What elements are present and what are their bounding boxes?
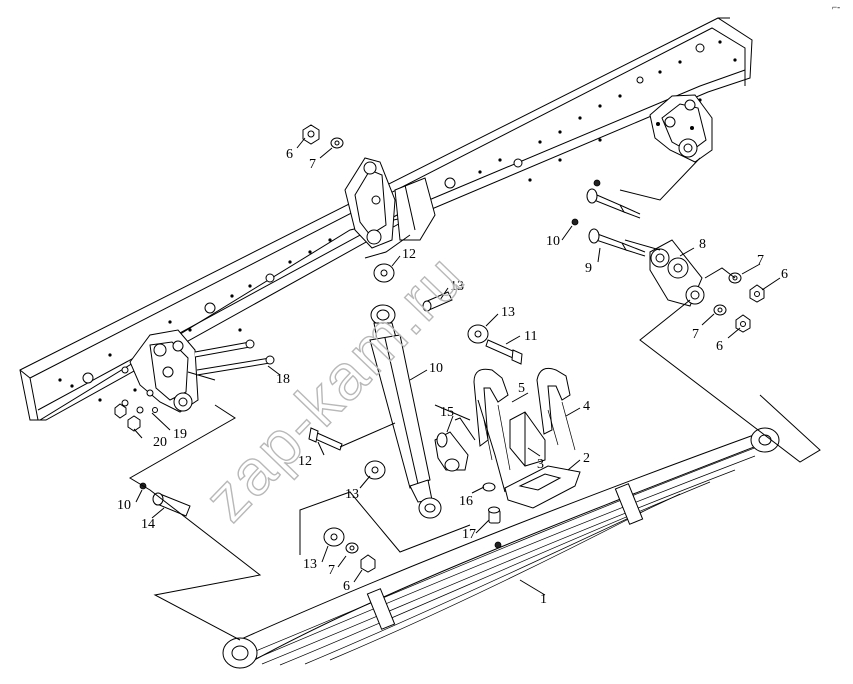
nut-6-right-b — [735, 314, 751, 333]
shock-upper-bracket — [344, 157, 436, 249]
washers-20 — [121, 389, 158, 414]
shackle-pin-9 — [588, 228, 646, 257]
callout-leaders — [133, 137, 781, 596]
callout-15: 14 — [141, 517, 155, 532]
callout-19: 18 — [276, 372, 290, 387]
saddle-pad-2 — [504, 465, 581, 509]
callout-4: 4 — [583, 399, 590, 414]
washer-7-bottom — [345, 542, 359, 554]
callout-21: 20 — [153, 435, 167, 450]
bolts-19 — [194, 339, 275, 376]
callout-10-left: 10 — [117, 498, 131, 513]
washer-7-top — [330, 137, 344, 149]
callout-12-lower: 12 — [298, 454, 312, 469]
callout-12-upper: 11 — [524, 329, 537, 344]
callout-1: 1 — [540, 592, 547, 607]
callout-6-right-b: 6 — [716, 339, 723, 354]
shackle-8 — [649, 239, 705, 307]
callout-13-bottom: 13 — [303, 557, 317, 572]
callout-16: 15 — [440, 405, 454, 420]
grease-nipples-10 — [571, 179, 601, 226]
callout-10-right: 10 — [546, 234, 560, 249]
callout-5: 5 — [518, 381, 525, 396]
assembly-lines — [129, 157, 821, 641]
leaf-spring — [222, 427, 780, 669]
bushing-14 — [422, 291, 453, 312]
callout-2: 2 — [583, 451, 590, 466]
nut-17 — [482, 482, 496, 492]
callout-3: 3 — [537, 457, 544, 472]
washer-7-right-b — [713, 304, 727, 316]
bolt-12-upper — [485, 339, 523, 365]
washers-13 — [323, 263, 489, 547]
front-spring-bracket — [129, 329, 216, 413]
callout-13-lower: 13 — [345, 487, 359, 502]
callout-7-top: 7 — [309, 157, 316, 172]
nut-6-top — [302, 124, 320, 145]
nuts-21 — [114, 403, 141, 432]
frame-holes — [58, 40, 737, 402]
callout-7-right-b: 7 — [692, 327, 699, 342]
callout-14: 13 — [450, 279, 464, 294]
callout-11: 10 — [429, 361, 443, 376]
nut-6-bottom — [360, 554, 376, 573]
rear-shackle-bracket — [649, 94, 713, 163]
callout-18: 17 — [462, 527, 476, 542]
u-bolt-4 — [536, 367, 576, 451]
callout-9: 9 — [585, 261, 592, 276]
callout-8: 8 — [699, 237, 706, 252]
callout-labels: 6 7 12 13 13 11 10 5 4 2 3 1 15 16 17 10… — [117, 147, 788, 607]
callout-6-top: 6 — [286, 147, 293, 162]
corner-mark: ⌐- — [832, 2, 840, 12]
nut-6-right-a — [749, 284, 765, 303]
spring-pin-15 — [152, 492, 191, 517]
bracket-16 — [434, 431, 469, 472]
u-bolt-5 — [473, 368, 511, 471]
callout-17: 16 — [459, 494, 473, 509]
callout-7-bottom: 7 — [328, 563, 335, 578]
bushing-18 — [488, 506, 501, 524]
shackle-pin-upper — [586, 188, 641, 219]
spacer-3 — [509, 411, 546, 467]
shock-absorber — [369, 304, 442, 519]
callout-6-right-a: 6 — [781, 267, 788, 282]
callout-20: 19 — [173, 427, 187, 442]
callout-13-mid: 13 — [501, 305, 515, 320]
callout-6-bottom: 6 — [343, 579, 350, 594]
callout-13-top: 12 — [402, 247, 416, 262]
bolt-12-lower — [308, 427, 343, 451]
callout-7-right-a: 7 — [757, 253, 764, 268]
